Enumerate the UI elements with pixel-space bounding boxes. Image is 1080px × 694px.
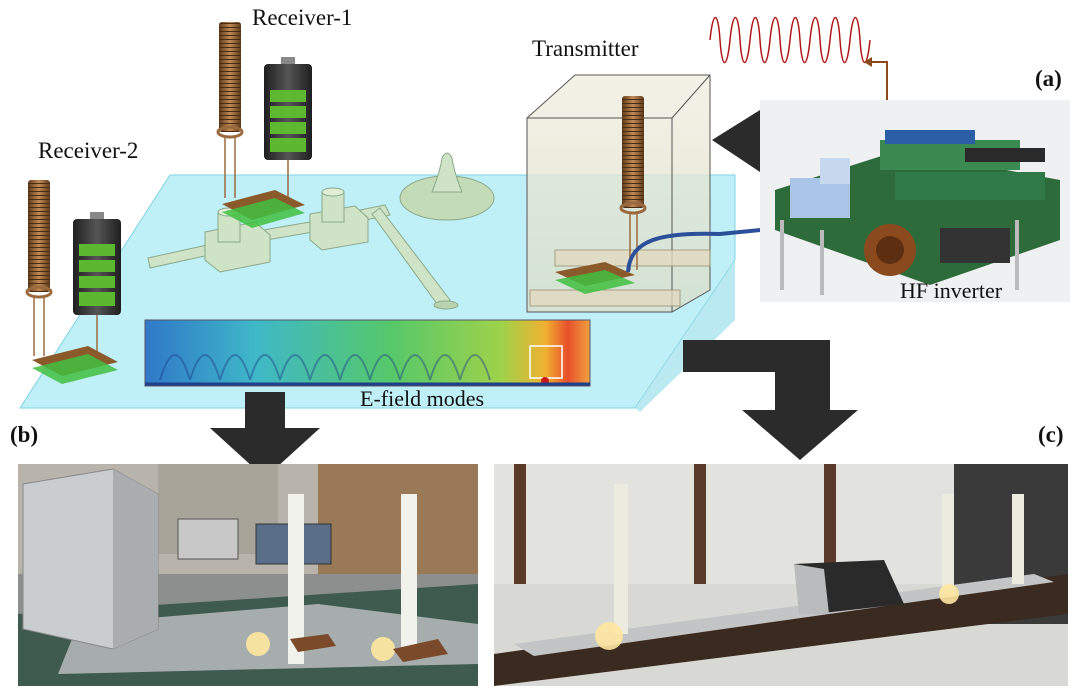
- transmitter-box: [526, 74, 711, 313]
- receiver-1: [216, 22, 312, 228]
- hf-inverter-photo: [760, 100, 1070, 302]
- arrow-to-panel-c: [683, 340, 858, 460]
- transmitter-coil: [555, 96, 647, 294]
- transmitter-label: Transmitter: [532, 36, 639, 61]
- panel-c-photo: [494, 464, 1068, 686]
- receiver-2-label: Receiver-2: [38, 138, 139, 163]
- efield-strip: [144, 319, 591, 387]
- hf-inverter-label: HF inverter: [900, 278, 1003, 303]
- receiver-1-label: Receiver-1: [252, 5, 353, 30]
- panel-label-b: (b): [10, 422, 39, 447]
- pipe-network: [147, 152, 495, 310]
- panel-label-a: (a): [1035, 66, 1062, 91]
- panel-label-c: (c): [1038, 422, 1064, 447]
- receiver-2: [25, 180, 121, 384]
- arrow-inverter-to-transmitter: [712, 110, 792, 172]
- feed-cable: [626, 224, 801, 273]
- arrow-to-panel-b: [210, 392, 320, 478]
- efield-modes-label: E-field modes: [360, 386, 485, 411]
- panel-b-photo: [18, 464, 478, 686]
